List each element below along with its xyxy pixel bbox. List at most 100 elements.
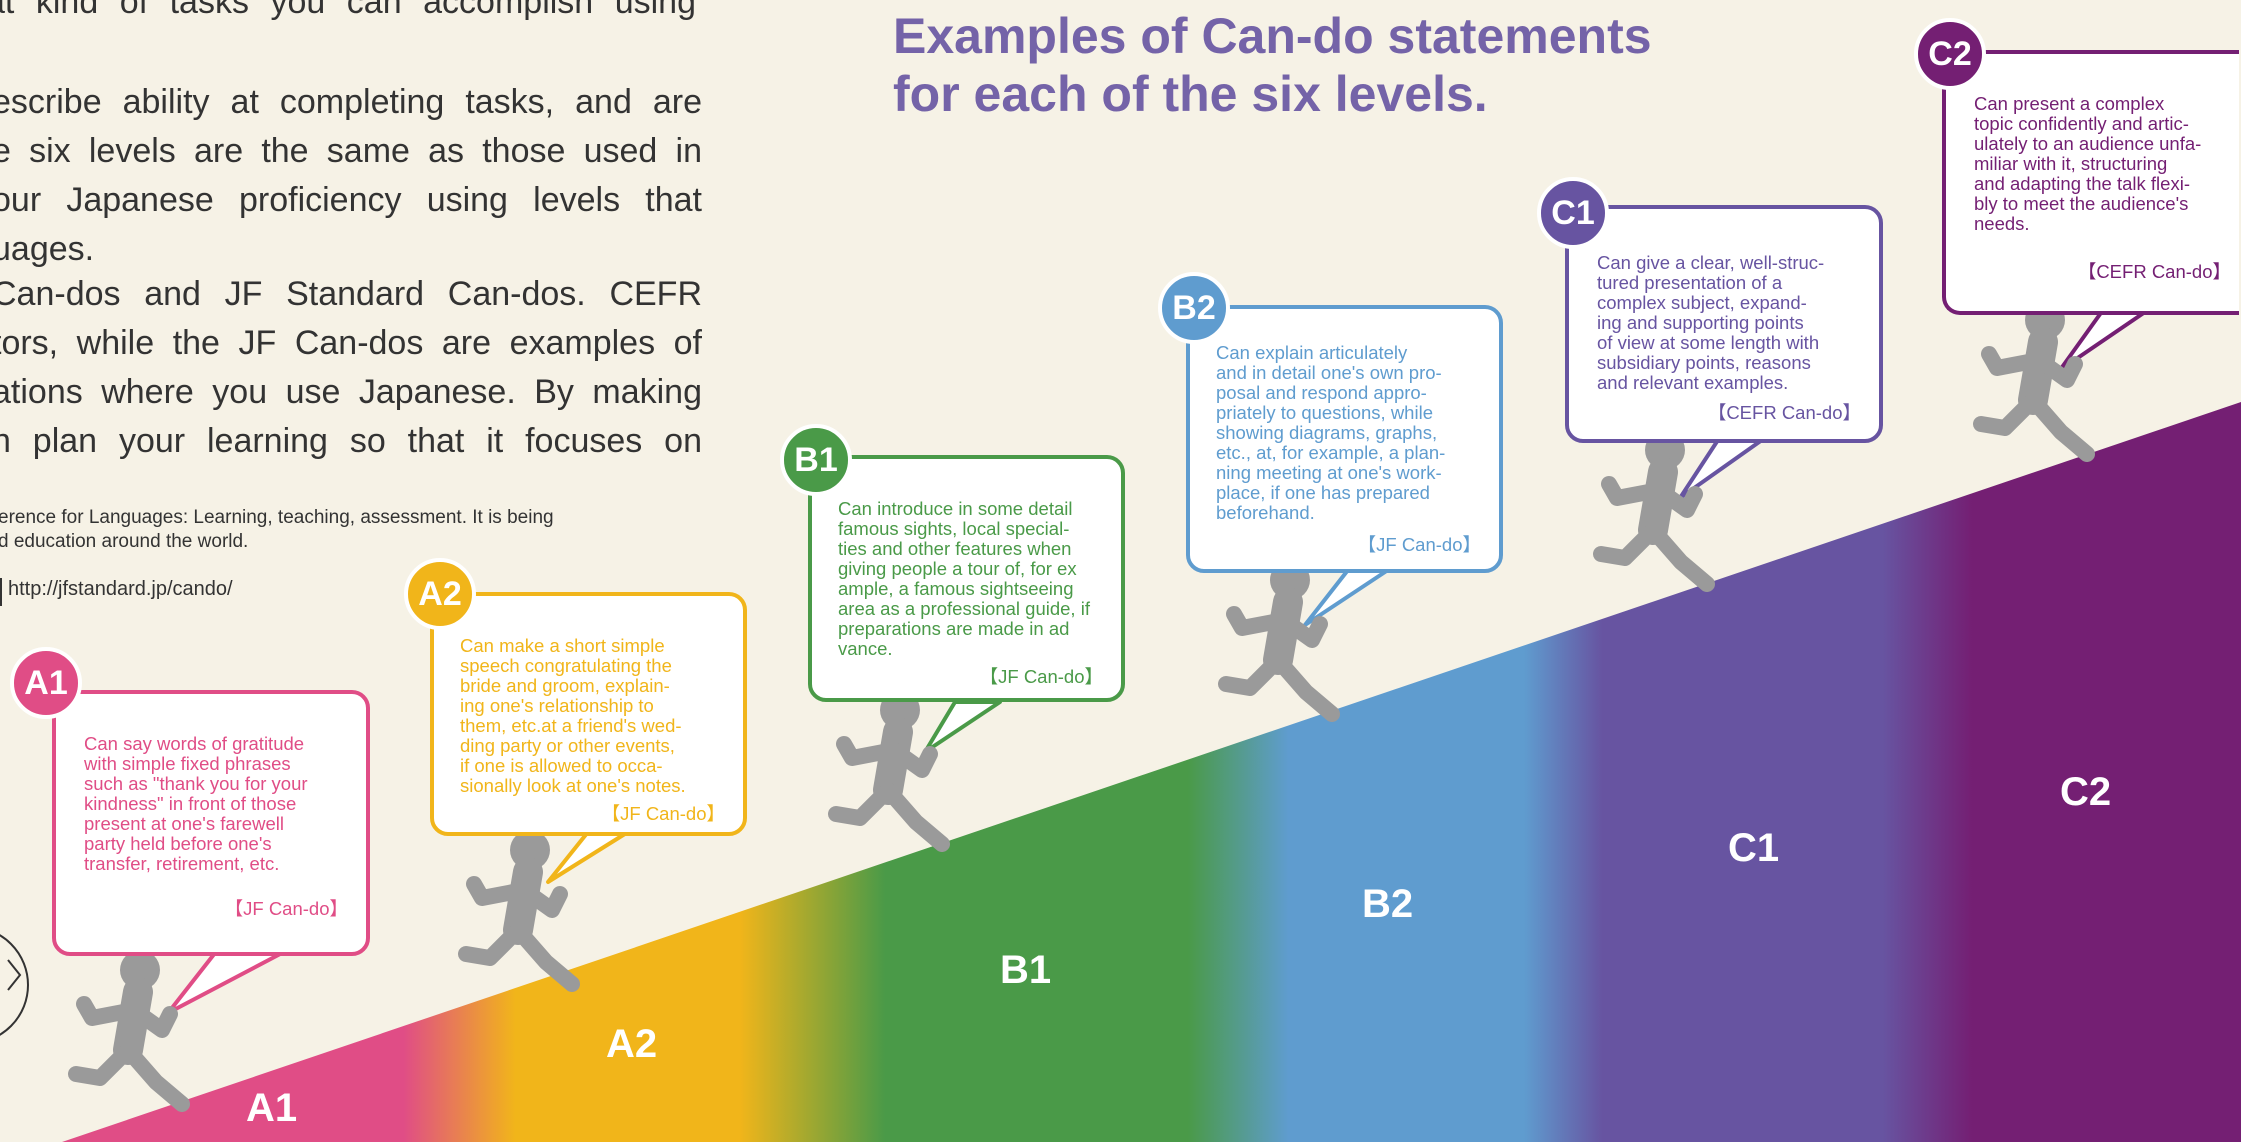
bubble-a1-text: Can say words of gratitude with simple f… bbox=[84, 734, 346, 874]
bubble-a2-text: Can make a short simple speech congratul… bbox=[460, 636, 722, 796]
level-ramp bbox=[62, 402, 2241, 1142]
running-person-icon bbox=[458, 830, 580, 992]
seal-mark bbox=[7, 959, 22, 991]
seal-outline bbox=[0, 934, 29, 1036]
text-line: transfer, retirement, etc. bbox=[84, 853, 280, 874]
badge-b1: B1 bbox=[780, 424, 852, 496]
intro-line: n plan your learning so that it focuses … bbox=[0, 422, 702, 460]
ramp-label-c2: C2 bbox=[2060, 770, 2112, 814]
text-line: them, etc.at a friend's wed- bbox=[460, 715, 682, 736]
text-line: giving people a tour of, for ex bbox=[838, 558, 1077, 579]
bubble-a2-source: 【JF Can-do】 bbox=[601, 803, 725, 824]
intro-paragraph-2: Can-dos and JF Standard Can-dos. CEFR to… bbox=[0, 270, 702, 466]
text-line: posal and respond appro- bbox=[1216, 382, 1427, 403]
bubble-a1: Can say words of gratitude with simple f… bbox=[52, 690, 370, 956]
text-line: if one is allowed to occa- bbox=[460, 755, 663, 776]
intro-line: at kind of tasks you can accomplish usin… bbox=[0, 0, 696, 21]
text-line: ulately to an audience unfa- bbox=[1974, 133, 2202, 154]
text-line: and adapting the talk flexi- bbox=[1974, 173, 2190, 194]
bubble-c1-text: Can give a clear, well-struc- tured pres… bbox=[1597, 253, 1859, 393]
bubble-b1-source: 【JF Can-do】 bbox=[979, 666, 1103, 687]
badge-a1: A1 bbox=[10, 647, 82, 719]
bubble-b2-source: 【JF Can-do】 bbox=[1357, 534, 1481, 555]
badge-c2: C2 bbox=[1914, 18, 1986, 90]
badge-a2: A2 bbox=[404, 558, 476, 630]
text-line: priately to questions, while bbox=[1216, 402, 1433, 423]
text-line: showing diagrams, graphs, bbox=[1216, 422, 1438, 443]
bubble-tail-a1 bbox=[166, 951, 284, 1015]
running-person-icon bbox=[1593, 430, 1715, 592]
bubble-b2: Can explain articulately and in detail o… bbox=[1186, 305, 1503, 573]
running-person-icon bbox=[828, 690, 950, 852]
bubble-c2-text: Can present a complex topic confidently … bbox=[1974, 94, 2227, 234]
intro-text-top: at kind of tasks you can accomplish usin… bbox=[0, 0, 696, 27]
text-line: ing and supporting points bbox=[1597, 312, 1804, 333]
ramp-label-b1: B1 bbox=[1000, 948, 1052, 992]
text-line: ties and other features when bbox=[838, 538, 1072, 559]
bubble-b1-text: Can introduce in some detail famous sigh… bbox=[838, 499, 1100, 659]
text-line: tured presentation of a bbox=[1597, 272, 1783, 293]
text-line: preparations are made in ad bbox=[838, 618, 1070, 639]
ramp-label-a1: A1 bbox=[246, 1086, 298, 1130]
bubble-tail-a2 bbox=[546, 830, 630, 884]
badge-b2: B2 bbox=[1158, 272, 1230, 344]
page-title: Examples of Can-do statements for each o… bbox=[893, 7, 1652, 123]
footnote-line: d education around the world. bbox=[0, 531, 249, 552]
text-line: speech congratulating the bbox=[460, 655, 672, 676]
text-line: etc., at, for example, a plan- bbox=[1216, 442, 1446, 463]
bubble-c1: Can give a clear, well-struc- tured pres… bbox=[1565, 205, 1883, 443]
ramp-label-a2: A2 bbox=[606, 1022, 658, 1066]
text-line: party held before one's bbox=[84, 833, 272, 854]
text-line: Can say words of gratitude bbox=[84, 733, 305, 754]
text-line: present at one's farewell bbox=[84, 813, 284, 834]
text-line: of view at some length with bbox=[1597, 332, 1820, 353]
text-line: subsidiary points, reasons bbox=[1597, 352, 1811, 373]
text-line: and in detail one's own pro- bbox=[1216, 362, 1442, 383]
link-icon bbox=[0, 578, 2, 606]
text-line: Can explain articulately bbox=[1216, 342, 1408, 363]
bubble-a2: Can make a short simple speech congratul… bbox=[430, 592, 747, 836]
badge-c1: C1 bbox=[1537, 177, 1609, 249]
footnote-line: erence for Languages: Learning, teaching… bbox=[0, 507, 554, 528]
intro-line: Can-dos and JF Standard Can-dos. CEFR bbox=[0, 275, 702, 313]
bubble-c2-source: 【CEFR Can-do】 bbox=[2077, 261, 2231, 282]
ramp-label-b2: B2 bbox=[1362, 882, 1414, 926]
text-line: beforehand. bbox=[1216, 502, 1315, 523]
intro-paragraph-1: escribe ability at completing tasks, and… bbox=[0, 78, 702, 274]
text-line: complex subject, expand- bbox=[1597, 292, 1807, 313]
text-line: and relevant examples. bbox=[1597, 372, 1789, 393]
running-person-icon bbox=[1973, 300, 2095, 462]
intro-line: uages. bbox=[0, 230, 95, 268]
text-line: ning meeting at one's work- bbox=[1216, 462, 1442, 483]
text-line: bride and groom, explain- bbox=[460, 675, 670, 696]
text-line: Can make a short simple bbox=[460, 635, 665, 656]
text-line: Can present a complex bbox=[1974, 93, 2165, 114]
text-line: famous sights, local special- bbox=[838, 518, 1070, 539]
bubble-b1: Can introduce in some detail famous sigh… bbox=[808, 455, 1125, 702]
text-line: needs. bbox=[1974, 213, 2030, 234]
intro-line: escribe ability at completing tasks, and… bbox=[0, 83, 702, 121]
text-line: vance. bbox=[838, 638, 893, 659]
page-title-line-2: for each of the six levels. bbox=[893, 66, 1488, 122]
ramp-label-c1: C1 bbox=[1728, 826, 1780, 870]
page-title-line-1: Examples of Can-do statements bbox=[893, 8, 1652, 64]
bubble-a1-source: 【JF Can-do】 bbox=[224, 898, 348, 919]
running-person-icon bbox=[68, 950, 190, 1112]
text-line: area as a professional guide, if bbox=[838, 598, 1090, 619]
text-line: kindness" in front of those bbox=[84, 793, 297, 814]
bubble-c2: Can present a complex topic confidently … bbox=[1942, 50, 2239, 315]
bubble-tail-b1 bbox=[923, 700, 1002, 754]
text-line: topic confidently and artic- bbox=[1974, 113, 2189, 134]
jf-standard-link[interactable]: http://jfstandard.jp/cando/ bbox=[8, 578, 233, 600]
intro-line: tors, while the JF Can-dos are examples … bbox=[0, 324, 702, 362]
bubble-b2-text: Can explain articulately and in detail o… bbox=[1216, 343, 1478, 523]
running-person-icon bbox=[1218, 560, 1340, 722]
text-line: miliar with it, structuring bbox=[1974, 153, 2168, 174]
intro-line: ations where you use Japanese. By making bbox=[0, 373, 702, 411]
intro-line: our Japanese proficiency using levels th… bbox=[0, 181, 702, 219]
footnote: erence for Languages: Learning, teaching… bbox=[0, 506, 554, 554]
text-line: ample, a famous sightseeing bbox=[838, 578, 1074, 599]
text-line: place, if one has prepared bbox=[1216, 482, 1430, 503]
